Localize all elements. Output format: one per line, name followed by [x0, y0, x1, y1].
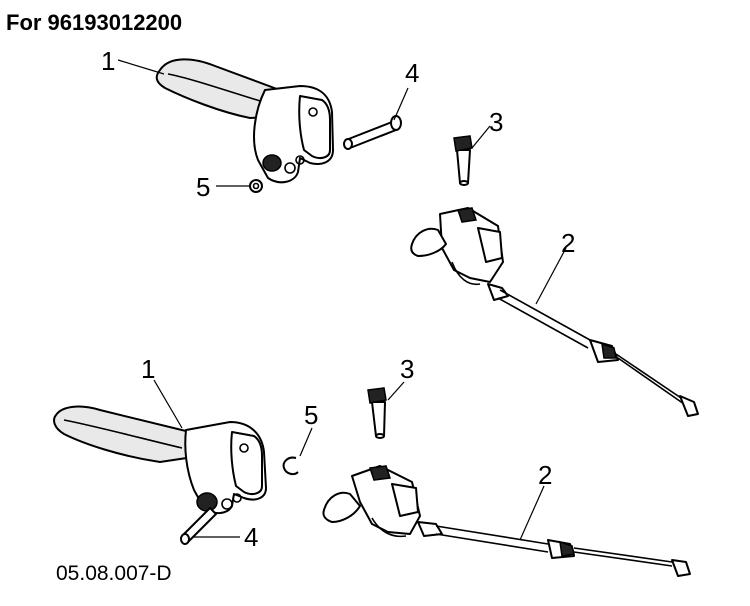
callout-top-bolt: 3 — [489, 107, 503, 137]
bottom-cable-unit — [322, 465, 691, 577]
diagram-title: For 96193012200 — [6, 10, 182, 35]
callout-top-cable: 2 — [561, 228, 575, 258]
callout-top-clip: 5 — [196, 172, 210, 202]
bottom-clip — [282, 456, 299, 476]
top-clip — [249, 179, 263, 193]
top-bolt — [453, 135, 473, 186]
leader-top-bolt — [471, 125, 491, 149]
leader-top-pin — [393, 87, 409, 121]
leader-bottom-lever — [153, 379, 183, 429]
leader-top-lever — [117, 59, 165, 75]
callout-bottom-clip: 5 — [304, 400, 318, 430]
callout-top-pin: 4 — [405, 58, 419, 88]
callout-bottom-bolt: 3 — [400, 354, 414, 384]
bottom-assembly: 1 4 5 3 2 — [53, 354, 691, 577]
top-pin — [343, 115, 402, 150]
callout-bottom-cable: 2 — [538, 460, 552, 490]
callout-bottom-lever: 1 — [141, 354, 155, 384]
callout-bottom-pin: 4 — [244, 522, 258, 552]
leader-top-cable — [535, 247, 567, 305]
top-assembly: 1 4 5 3 2 — [101, 46, 699, 417]
bottom-pin — [180, 507, 217, 545]
leader-bottom-cable — [519, 485, 545, 541]
drawing-code: 05.08.007-D — [56, 562, 172, 585]
bottom-bolt — [367, 387, 387, 439]
leader-bottom-bolt — [387, 381, 405, 401]
callout-top-lever: 1 — [101, 46, 115, 76]
leader-bottom-clip — [299, 427, 313, 457]
top-cable-unit — [410, 207, 699, 417]
bottom-lever-handle — [53, 405, 267, 514]
top-lever-handle — [155, 58, 334, 184]
